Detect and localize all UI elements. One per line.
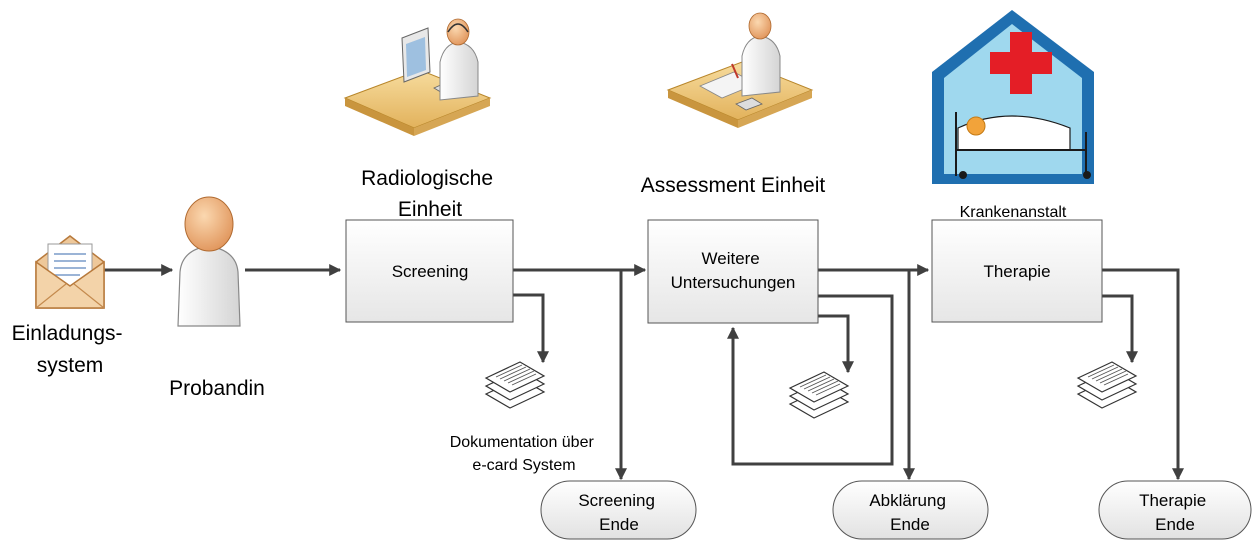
further-label-line2: Untersuchungen [671, 273, 796, 292]
therapy-label: Therapie [983, 262, 1050, 281]
invitation-label-line1: Einladungs- [12, 322, 123, 345]
therapy-end-label: Therapie Ende [1139, 491, 1211, 534]
document-stack-icon [1077, 361, 1137, 409]
clarification-end-line2: Ende [890, 515, 930, 534]
assessment-desk-icon [666, 12, 814, 128]
participant-label: Probandin [169, 377, 265, 400]
document-stack-icon [485, 361, 545, 409]
arrow-further-to-docs [818, 314, 854, 374]
screening-end-line1: Screening [578, 491, 655, 510]
documentation-line1: Dokumentation über [450, 434, 595, 451]
radiologist-workstation-icon [343, 18, 492, 136]
envelope-icon [35, 235, 105, 309]
further-label-line1: Weitere [702, 249, 760, 268]
clarification-end-line1: Abklärung [869, 491, 946, 510]
therapy-end-line1: Therapie [1139, 491, 1206, 510]
documentation-label: Dokumentation über e-card System [450, 434, 599, 474]
documentation-line2: e-card System [472, 457, 575, 474]
document-stack-icon [789, 371, 849, 419]
terminal-screening-end: Screening Ende [540, 480, 697, 540]
terminal-clarification-end: Abklärung Ende [832, 480, 989, 540]
screening-end-shape [540, 480, 697, 540]
clarification-end-label: Abklärung Ende [869, 491, 950, 534]
assessment-unit-label: Assessment Einheit [641, 174, 826, 197]
arrow-loop-back [727, 294, 894, 466]
screening-label: Screening [392, 262, 469, 281]
therapy-box [931, 219, 1103, 323]
therapy-end-shape [1098, 480, 1252, 540]
screening-end-label: Screening Ende [578, 491, 659, 534]
process-box-further-examinations: Weitere Untersuchungen [647, 219, 819, 324]
process-box-screening: Screening [345, 219, 514, 323]
person-icon [177, 196, 241, 327]
arrow-screening-to-docs [513, 293, 549, 364]
arrow-therapy-to-docs [1102, 294, 1138, 364]
process-box-therapy: Therapie [931, 219, 1103, 323]
further-examinations-label: Weitere Untersuchungen [671, 249, 796, 292]
invitation-label-line2: system [37, 354, 104, 377]
radiology-label-line1: Radiologische [361, 167, 493, 190]
clarification-end-shape [832, 480, 989, 540]
screening-end-line2: Ende [599, 515, 639, 534]
terminal-therapy-end: Therapie Ende [1098, 480, 1252, 540]
therapy-end-line2: Ende [1155, 515, 1195, 534]
connectors [104, 264, 1184, 481]
further-examinations-box [647, 219, 819, 324]
invitation-system-label: Einladungs- system [12, 322, 129, 377]
radiology-label-line2: Einheit [398, 198, 462, 221]
hospital-icon [932, 10, 1094, 184]
radiology-unit-label: Radiologische Einheit [361, 167, 499, 221]
screening-box [345, 219, 514, 323]
hospital-label: Krankenanstalt [960, 204, 1067, 221]
arrow-to-therapy-end [1102, 268, 1184, 481]
